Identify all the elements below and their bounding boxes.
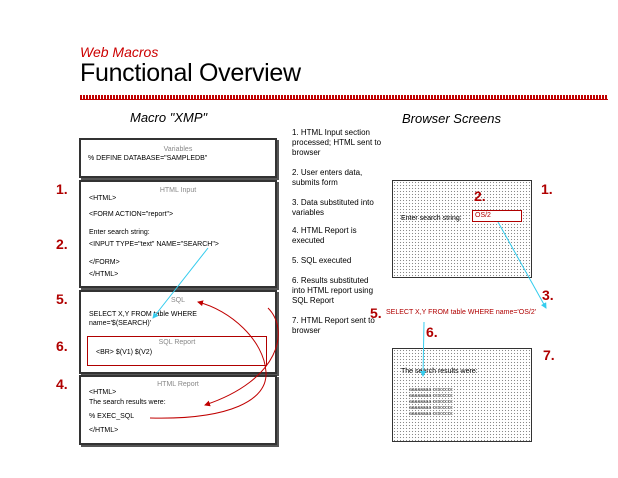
arrow-sql-to-report	[204, 307, 279, 407]
html-input-line: </HTML>	[89, 271, 119, 278]
step-number: 6.	[56, 338, 68, 354]
html-input-line: <FORM ACTION="report">	[89, 211, 174, 218]
result-row: aaaaaaaa cccccccc	[409, 411, 453, 417]
step-text: 6. Results substituted into HTML report …	[292, 276, 374, 305]
variables-label: Variables	[163, 146, 193, 153]
macro-column-heading: Macro "XMP"	[130, 110, 208, 125]
html-input-line: <HTML>	[89, 195, 117, 202]
sql-line: SELECT X,Y FROM table WHERE	[89, 311, 197, 318]
result-row: aaaaaaaa cccccccc	[409, 387, 453, 393]
results-heading: The search results were:	[401, 368, 478, 375]
sql-statement: SELECT X,Y FROM table WHERE name='OS/2'	[386, 309, 537, 316]
variables-box: Variables % DEFINE DATABASE="SAMPLEDB"	[79, 138, 277, 178]
step-number: 6.	[426, 324, 438, 340]
html-input-line: </FORM>	[89, 259, 120, 266]
browser-prompt: Enter search string:	[401, 215, 462, 222]
html-input-line: Enter search string:	[89, 229, 150, 236]
title-rule	[80, 95, 608, 99]
html-report-line: <HTML>	[89, 389, 117, 396]
result-row: aaaaaaaa cccccccc	[409, 405, 453, 411]
step-number: 7.	[543, 347, 555, 363]
html-report-line: </HTML>	[89, 427, 119, 434]
html-report-line: % EXEC_SQL	[89, 413, 135, 420]
html-input-line: <INPUT TYPE="text" NAME="SEARCH">	[89, 241, 219, 248]
step-number: 1.	[56, 181, 68, 197]
browser-screen-input: Enter search string:	[392, 180, 532, 278]
result-row: aaaaaaaa cccccccc	[409, 399, 453, 405]
page-title: Functional Overview	[80, 59, 301, 87]
arrow-exec-to-sql	[149, 300, 267, 419]
html-report-label: HTML Report	[157, 381, 199, 388]
sql-label: SQL	[170, 297, 185, 304]
sql-report-line: <BR> $(V1) $(V2)	[96, 349, 153, 356]
step-text: 7. HTML Report sent to browser	[292, 316, 375, 335]
step-text: 2. User enters data, submits form	[292, 168, 363, 187]
step-number: 3.	[542, 287, 554, 303]
step-text: 5. SQL executed	[292, 256, 352, 265]
arrow-input-to-sql	[152, 247, 209, 319]
html-input-box: HTML Input <HTML> <FORM ACTION="report">…	[79, 180, 277, 288]
step-text: 4. HTML Report is executed	[292, 226, 357, 245]
step-number: 2.	[56, 236, 68, 252]
subtitle: Web Macros	[80, 44, 159, 60]
arrow-input-to-query	[497, 221, 547, 309]
browser-screen-results: The search results were: aaaaaaaa cccccc…	[392, 348, 532, 442]
step-text: 3. Data substituted into variables	[292, 198, 374, 216]
step-number: 1.	[541, 181, 553, 197]
search-input[interactable]: OS/2	[472, 210, 522, 222]
title-rule-line	[80, 99, 608, 100]
arrow-query-to-results	[420, 321, 427, 377]
step-number: 5.	[56, 291, 68, 307]
sql-report-box: SQL Report <BR> $(V1) $(V2)	[87, 336, 267, 366]
sql-line: name='$(SEARCH)'	[89, 320, 151, 327]
html-input-label: HTML Input	[159, 187, 197, 194]
step-number: 4.	[56, 376, 68, 392]
variables-line: % DEFINE DATABASE="SAMPLEDB"	[88, 155, 208, 162]
steps-list: 1. HTML Input section processed; HTML se…	[292, 128, 382, 346]
result-row: aaaaaaaa cccccccc	[409, 393, 453, 399]
sql-box: SQL SELECT X,Y FROM table WHERE name='$(…	[79, 290, 277, 374]
step-text: 1. HTML Input section processed; HTML se…	[292, 128, 382, 157]
sql-report-label: SQL Report	[158, 339, 196, 346]
step-number: 2.	[474, 188, 486, 204]
html-report-line: The search results were:	[89, 399, 166, 406]
browser-column-heading: Browser Screens	[402, 111, 501, 126]
step-number: 5.	[370, 305, 382, 321]
